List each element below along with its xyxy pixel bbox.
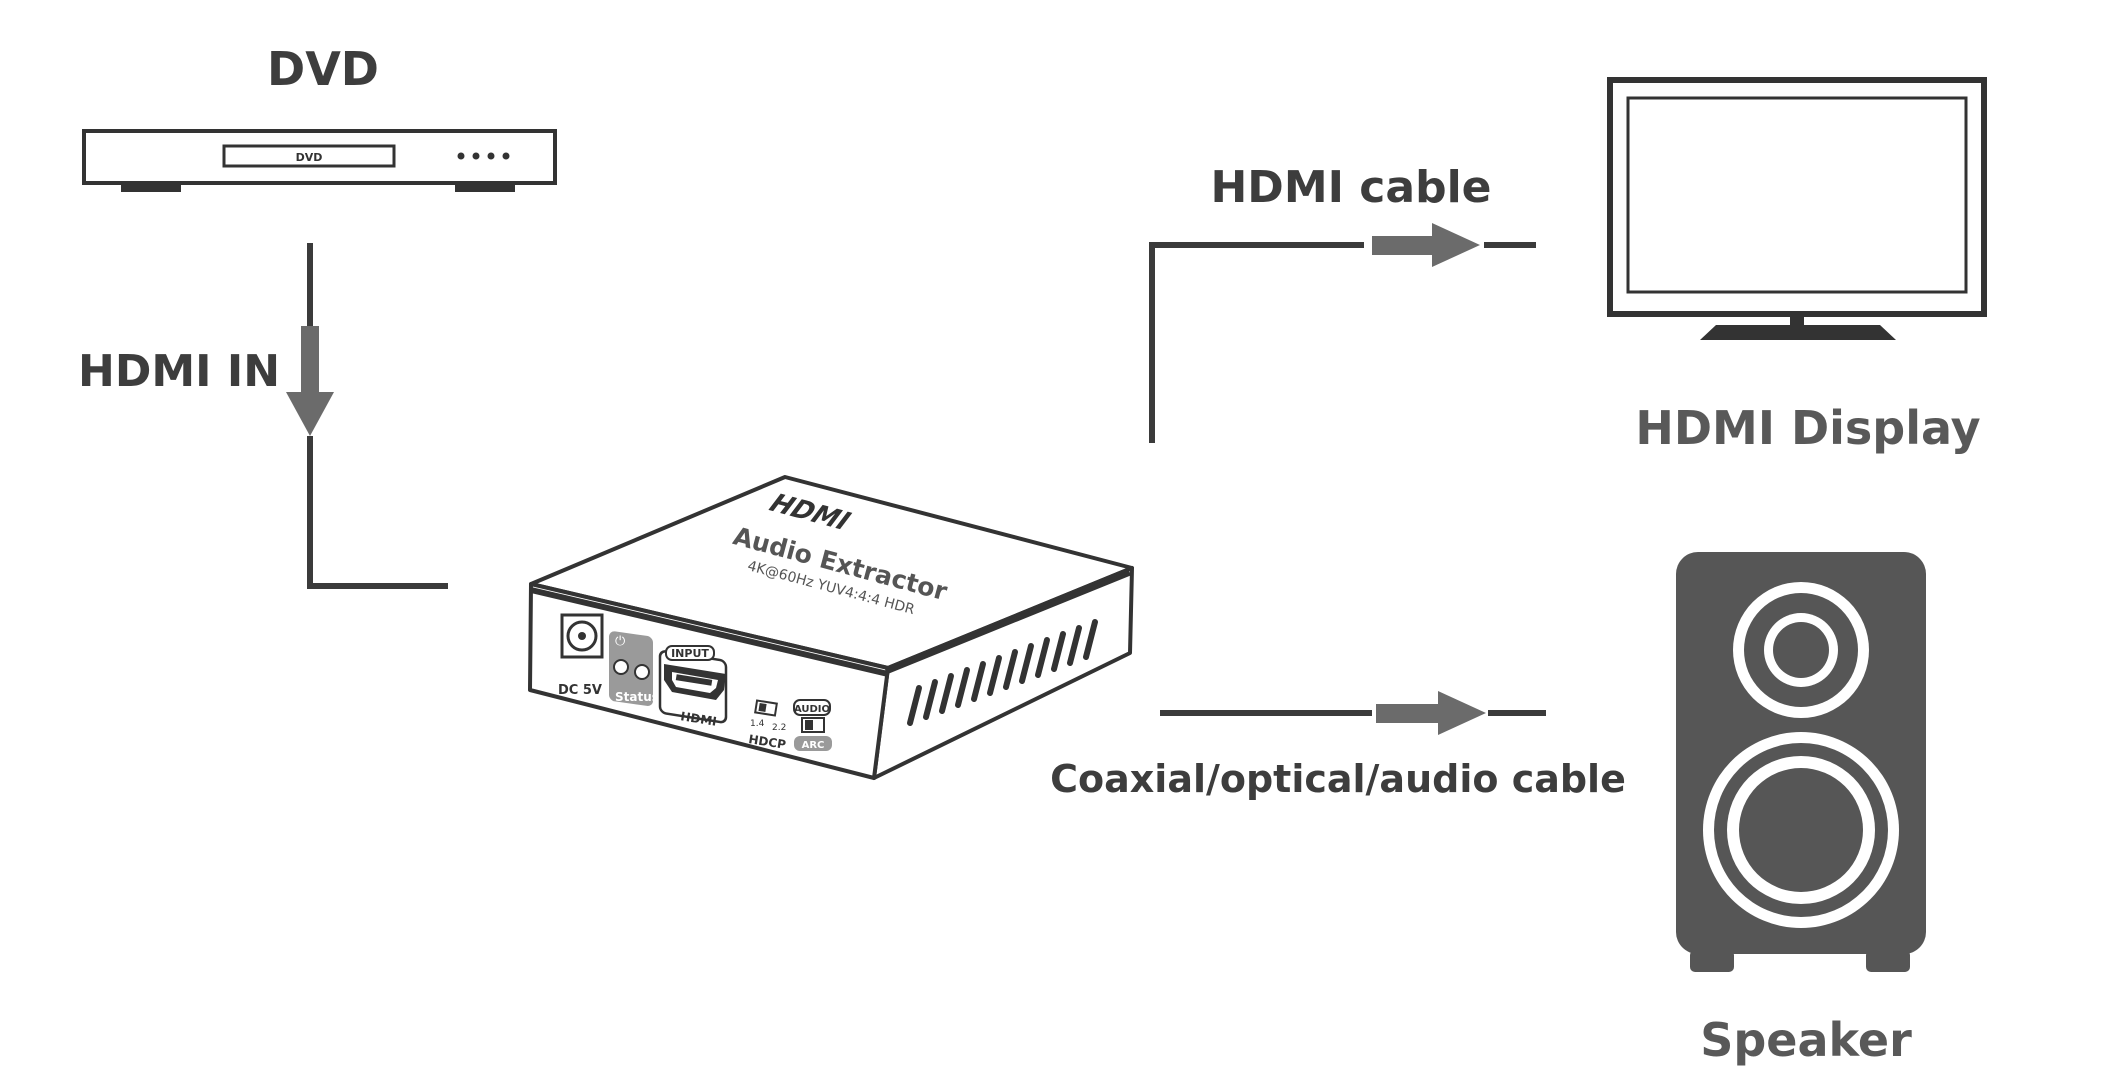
audio-arc-switch: AUDIO ARC <box>793 699 832 751</box>
dvd-player: DVD <box>82 129 557 192</box>
hdcp-v22-label: 2.2 <box>772 723 786 733</box>
dvd-button-dot <box>457 152 465 160</box>
dvd-title: DVD <box>267 42 379 96</box>
hdmi-display-label: HDMI Display <box>1635 401 1980 455</box>
dvd-tray <box>222 144 396 168</box>
tv-icon <box>1607 77 1987 340</box>
right-arrow-icon <box>1438 691 1486 735</box>
down-arrow-icon <box>286 392 334 436</box>
input-label: INPUT <box>671 647 709 660</box>
power-led <box>613 659 629 675</box>
hdmi-in-cable <box>286 243 448 589</box>
speaker-icon <box>1676 552 1926 972</box>
audio-extractor-device: HDMI Audio Extractor 4K@60Hz YUV4:4:4 HD… <box>528 475 1134 780</box>
audio-cable <box>1160 691 1546 735</box>
dvd-tray-label: DVD <box>296 151 323 164</box>
hdcp-label: HDCP <box>748 732 788 752</box>
dvd-button-dot <box>487 152 495 160</box>
arc-switch-label: ARC <box>802 740 825 751</box>
hdmi-out-cable <box>1149 223 1536 443</box>
speaker-label: Speaker <box>1700 1013 1912 1067</box>
hdmi-in-label: HDMI IN <box>78 346 280 397</box>
hdmi-input-port: INPUT HDMI <box>658 645 728 729</box>
hdcp-v14-label: 1.4 <box>750 719 765 729</box>
dvd-button-dot <box>472 152 480 160</box>
side-vents <box>907 619 1098 726</box>
hdmi-cable-label: HDMI cable <box>1210 162 1491 213</box>
dc-5v-label: DC 5V <box>558 683 602 698</box>
status-led <box>634 664 650 680</box>
status-panel: ⏻ Status <box>609 631 659 706</box>
status-label: Status <box>615 690 659 704</box>
dc-power-jack <box>560 613 604 659</box>
right-arrow-icon <box>1432 223 1480 267</box>
hdcp-switch: 1.4 2.2 HDCP <box>748 699 788 752</box>
dvd-button-dot <box>502 152 510 160</box>
audio-switch-label: AUDIO <box>794 704 830 715</box>
power-icon: ⏻ <box>615 634 625 649</box>
audio-cable-label: Coaxial/optical/audio cable <box>1050 757 1626 801</box>
hdmi-port-label: HDMI <box>680 709 718 729</box>
